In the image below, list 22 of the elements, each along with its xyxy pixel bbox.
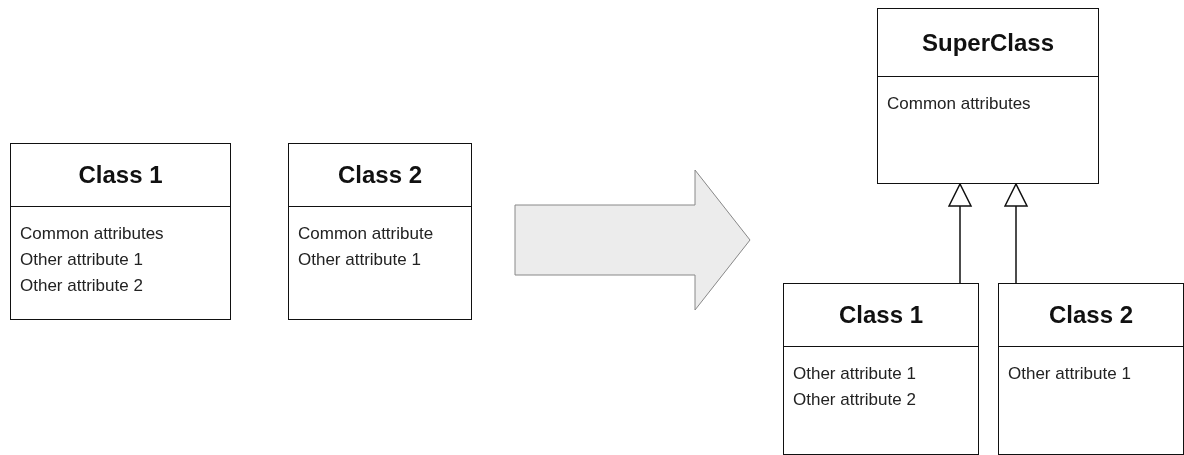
attribute-text: Common attribute [298, 223, 435, 245]
attribute-text: Common attributes [20, 223, 165, 245]
inheritance-arrow [948, 183, 972, 284]
attribute-text: Other attribute 2 [793, 389, 917, 411]
block-arrow [514, 169, 751, 311]
class-name: SuperClass [921, 28, 1055, 57]
attribute-text: Other attribute 1 [793, 363, 917, 385]
attribute-text: Other attribute 1 [20, 249, 144, 271]
inheritance-arrow [1004, 183, 1028, 284]
class-name: Class 2 [1048, 301, 1134, 329]
class-name: Class 1 [78, 161, 163, 189]
class-name: Class 2 [337, 161, 423, 189]
class-box [10, 143, 231, 320]
class-box [288, 143, 472, 320]
attribute-text: Other attribute 1 [1008, 363, 1132, 385]
class-name: Class 1 [838, 301, 924, 329]
class-box [783, 283, 979, 455]
class-box [998, 283, 1184, 455]
attribute-text: Other attribute 2 [20, 275, 144, 297]
attribute-text: Other attribute 1 [298, 249, 422, 271]
attribute-text: Common attributes [887, 93, 1032, 115]
class-box [877, 8, 1099, 184]
